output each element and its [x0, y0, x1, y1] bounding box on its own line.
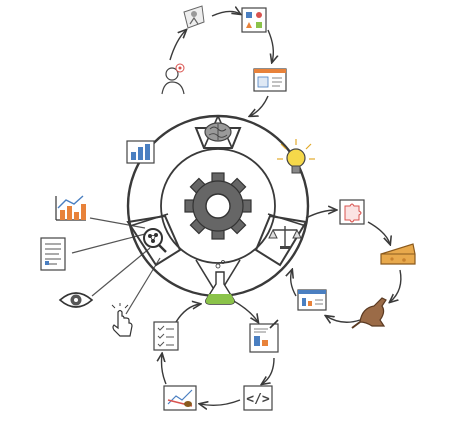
- bug-chart-icon: [163, 385, 197, 411]
- document-icon: [40, 237, 66, 271]
- kangaroo-icon: [351, 297, 387, 329]
- checklist-icon: [153, 321, 179, 351]
- flask-icon: [205, 260, 235, 305]
- thinking-person-icon: [161, 63, 185, 95]
- bottom-cycle-arrows: [162, 299, 275, 405]
- trend-chart-icon: [55, 195, 86, 221]
- hand-touch-icon: [111, 303, 133, 337]
- slide-chart-icon: [297, 289, 327, 311]
- dashboard-icon: [253, 68, 287, 92]
- brain-icon: [204, 122, 232, 142]
- puzzle-icon: [339, 199, 365, 225]
- gear-icon: [184, 172, 252, 240]
- scales-icon: [268, 226, 302, 249]
- cheese-icon: [380, 243, 416, 265]
- eye-icon: [58, 292, 94, 308]
- right-cycle-arrows: [291, 210, 402, 322]
- magnifier-network-icon: [143, 228, 167, 253]
- shapes-grid-icon: [241, 7, 267, 33]
- lightbulb-icon: [277, 139, 315, 174]
- top-cycle-arrows: [169, 11, 273, 116]
- code-tag-label: </>: [246, 392, 270, 407]
- presentation-icon: [249, 319, 279, 353]
- bar-chart-icon: [126, 140, 155, 164]
- person-icon: [183, 5, 205, 29]
- code-icon: </>: [243, 385, 273, 411]
